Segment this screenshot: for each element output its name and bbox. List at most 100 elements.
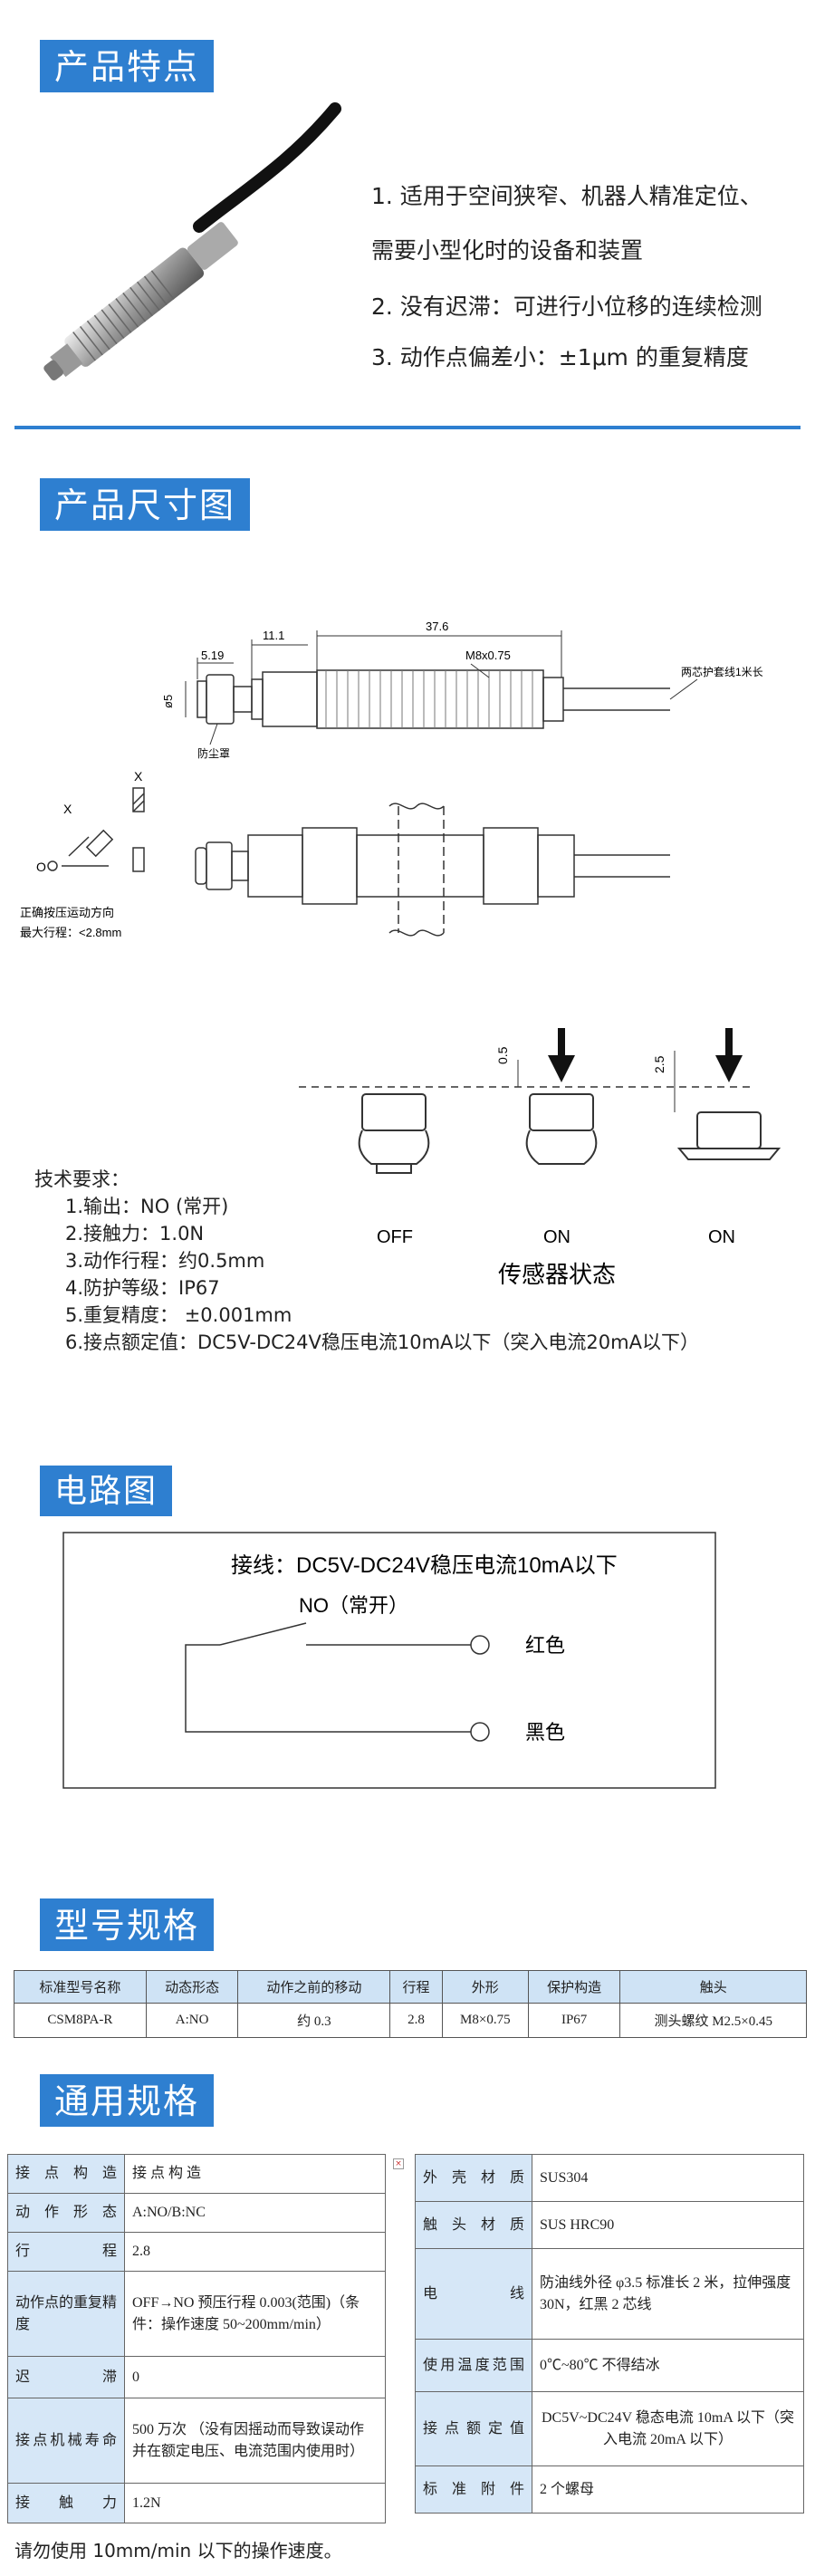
feature-1-cont: 需要小型化时的设备和装置 [371,237,644,264]
state-off: OFF [377,1227,413,1247]
feature-1: 1. 适用于空间狭窄、机器人精准定位、 [371,183,762,209]
spec-value: 500 万次 （没有因摇动而导致误动作并在额定电压、电流范围内使用时） [124,2398,386,2484]
col-header: 触头 [619,1970,807,2004]
col-header: 动态形态 [145,1970,239,2004]
axis-x-1: X [134,769,143,783]
spec-key: 电线 [415,2248,532,2340]
spec-key: 动作点的重复精度 [7,2271,125,2357]
state-on-2: ON [708,1227,735,1247]
col-header: 外形 [441,1970,529,2004]
spec-key: 使用温度范围 [415,2339,532,2392]
offset-2-5: 2.5 [652,1055,666,1073]
offset-0-5: 0.5 [495,1046,510,1064]
model-table: 标准型号名称 动态形态 动作之前的移动 行程 外形 保护构造 触头 CSM8PA… [14,1970,807,2038]
spec-value: SUS HRC90 [532,2201,804,2249]
section-title-models: 型号规格 [40,1898,215,1951]
spec-key: 接点机械寿命 [7,2398,125,2484]
spec-value: 2.8 [124,2232,386,2272]
divider [14,426,801,429]
spec-value: DC5V~DC24V 稳态电流 10mA 以下（突入电流 20mA 以下） [532,2391,804,2466]
dim-dia: ø5 [161,695,175,708]
tech-title: 技术要求： [34,1168,129,1190]
spec-key: 动作形态 [7,2193,125,2233]
spec-row: 电线防油线外径 φ3.5 标准长 2 米，拉伸强度 30N，红黑 2 芯线 [415,2248,804,2340]
spec-value: 1.2N [124,2483,386,2523]
section-title-circuit: 电路图 [40,1466,173,1516]
no-label: NO（常开） [299,1594,408,1617]
col-header: 动作之前的移动 [237,1970,391,2004]
tech-item-2: 2.接触力：1.0N [65,1223,205,1245]
spec-value: A:NO/B:NC [124,2193,386,2233]
feature-2: 2. 没有迟滞：可进行小位移的连续检测 [371,293,762,320]
spec-value: 2 个螺母 [532,2465,804,2514]
axis-x-2: X [63,802,72,816]
cell: 2.8 [389,2003,443,2038]
tech-item-1: 1.输出：NO (常开) [65,1196,229,1217]
col-header: 标准型号名称 [14,1970,147,2004]
feature-3: 3. 动作点偏差小：±1μm 的重复精度 [371,344,749,370]
col-header: 行程 [389,1970,443,2004]
broken-image-icon: × [393,2158,404,2169]
cell: A:NO [145,2003,239,2038]
dim-37-6: 37.6 [426,620,448,633]
cell: 约 0.3 [237,2003,391,2038]
spec-key: 行程 [7,2232,125,2272]
spec-row: 接点构造接 点 构 造 [7,2154,386,2194]
cell: IP67 [527,2003,621,2038]
black-wire-label: 黑色 [525,1721,565,1744]
axis-o: O [36,860,46,874]
direction-note: 正确按压运动方向 [20,906,114,919]
section-title-features: 产品特点 [40,40,215,92]
tech-item-3: 3.动作行程：约0.5mm [65,1250,265,1272]
tech-item-4: 4.防护等级：IP67 [65,1277,220,1299]
sensor-state-diagram: 0.5 2.5 OFF ON ON 传感器状态 [299,1028,781,1288]
spec-value: SUS304 [532,2154,804,2202]
cell: 测头螺纹 M2.5×0.45 [619,2003,807,2038]
state-title: 传感器状态 [498,1261,616,1288]
section-title-general: 通用规格 [40,2074,215,2127]
spec-value: 0 [124,2356,386,2398]
table-row: CSM8PA-R A:NO 约 0.3 2.8 M8×0.75 IP67 测头螺… [14,2003,807,2038]
wiring-label: 接线：DC5V-DC24V稳压电流10mA以下 [231,1553,618,1578]
spec-key: 外壳材质 [415,2154,532,2202]
dim-5-19: 5.19 [201,649,224,662]
table-header-row: 标准型号名称 动态形态 动作之前的移动 行程 外形 保护构造 触头 [14,1970,807,2004]
dust-cover-label: 防尘罩 [197,746,230,760]
spec-value: OFF→NO 预压行程 0.003(范围)（条件：操作速度 50~200mm/m… [124,2271,386,2357]
spec-key: 接点额定值 [415,2391,532,2466]
spec-value: 防油线外径 φ3.5 标准长 2 米，拉伸强度 30N，红黑 2 芯线 [532,2248,804,2340]
spec-value: 0℃~80℃ 不得结冰 [532,2339,804,2392]
sensor-photo [43,102,341,380]
tech-item-6: 6.接点额定值：DC5V-DC24V稳压电流10mA以下（突入电流20mA以下） [65,1331,699,1353]
spec-key: 接触力 [7,2483,125,2523]
spec-value: 接 点 构 造 [124,2154,386,2194]
tech-item-5: 5.重复精度： ±0.001mm [65,1304,292,1326]
cable-label: 两芯护套线1米长 [681,666,763,678]
state-on-1: ON [543,1227,570,1247]
spec-key: 触头材质 [415,2201,532,2249]
col-header: 保护构造 [527,1970,621,2004]
max-stroke-note: 最大行程：<2.8mm [20,926,121,939]
red-wire-label: 红色 [525,1634,565,1657]
usage-note: 请勿使用 10mm/min 以下的操作速度。 [14,2540,342,2562]
circuit-diagram: 接线：DC5V-DC24V稳压电流10mA以下 NO（常开） 红色 黑色 [62,1532,716,1789]
dim-thread: M8x0.75 [465,649,511,662]
dim-11-1: 11.1 [263,629,284,642]
section-title-dimensions: 产品尺寸图 [40,478,251,531]
spec-key: 标准附件 [415,2465,532,2514]
dimension-drawing: 37.6 11.1 5.19 M8x0.75 ø5 两芯护套线1米长 防尘罩 X… [20,620,763,939]
cell: CSM8PA-R [14,2003,147,2038]
